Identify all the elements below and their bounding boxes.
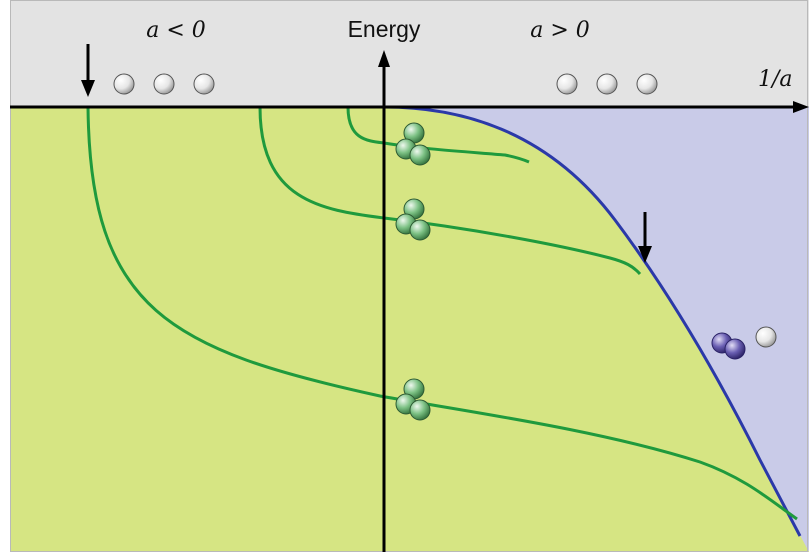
trimer-cluster-icon: [395, 198, 431, 241]
a-positive-label: a > 0: [530, 18, 590, 43]
trimer-cluster-icon: [395, 378, 431, 421]
trimer-level-curve-3: [346, 106, 530, 164]
three-atoms-icon: [113, 73, 215, 95]
inverse-scattering-length-label: 1/a: [758, 67, 793, 92]
header-band: [10, 0, 809, 107]
horizontal-axis-arrowhead: [793, 101, 809, 113]
atom-dimer-continuum-region: [384, 107, 809, 552]
vertical-axis-arrowhead: [378, 50, 390, 67]
trimer-level-curve-2: [258, 106, 642, 276]
down-arrow-icon: [638, 212, 652, 263]
dimer-atom-icon: [711, 326, 777, 360]
trimer-cluster-icon: [395, 122, 431, 166]
trimer-level-curve-1: [86, 106, 798, 521]
energy-axis-label: Energy: [348, 16, 421, 42]
down-arrow-icon: [81, 44, 95, 97]
three-atoms-icon: [556, 73, 658, 95]
atom-dimer-threshold-curve: [383, 105, 802, 537]
a-negative-label: a < 0: [146, 18, 206, 43]
